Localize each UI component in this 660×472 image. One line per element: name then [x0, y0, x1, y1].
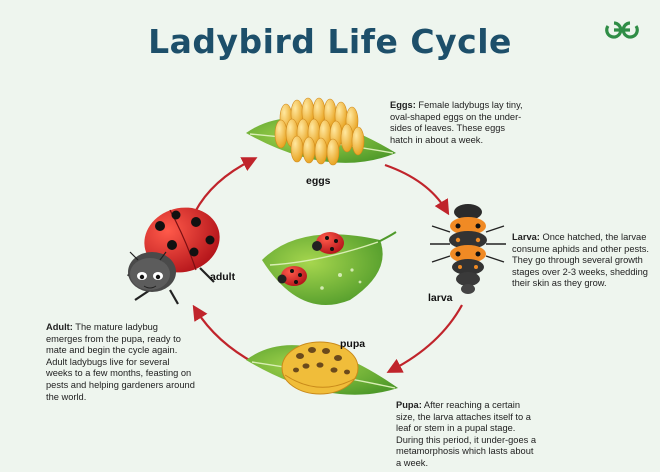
pupa-description: Pupa: After reaching a certain size, the…: [396, 400, 541, 470]
arrow-eggs-to-larva: [384, 163, 450, 216]
arrow-adult-to-eggs: [194, 157, 258, 213]
adult-heading: Adult:: [46, 322, 73, 332]
stage-label-eggs: eggs: [306, 175, 331, 187]
gfg-logo[interactable]: [605, 21, 639, 39]
larva-text: Once hatched, the larvae consume aphids …: [512, 232, 649, 289]
pupa-illustration: [246, 341, 398, 395]
eggs-text: Female ladybugs lay tiny, oval-shaped eg…: [390, 100, 523, 145]
arrow-larva-to-pupa: [386, 304, 463, 373]
small-ladybug: [312, 232, 344, 254]
adult-ladybug-illustration: [127, 207, 220, 305]
larva-description: Larva: Once hatched, the larvae consume …: [512, 232, 650, 290]
eggs-description: Eggs: Female ladybugs lay tiny, oval-sha…: [390, 100, 525, 146]
adult-text: The mature ladybug emerges from the pupa…: [46, 322, 195, 402]
cycle-arrows: [192, 157, 463, 373]
center-leaf-illustration: [262, 231, 397, 305]
page-title: Ladybird Life Cycle: [148, 22, 512, 61]
stage-label-larva: larva: [428, 292, 453, 304]
pupa-heading: Pupa:: [396, 400, 422, 410]
small-ladybug: [277, 266, 307, 286]
pupa-text: After reaching a certain size, the larva…: [396, 400, 537, 468]
eggs-illustration: [246, 97, 396, 166]
eggs-heading: Eggs:: [390, 100, 416, 110]
larva-heading: Larva:: [512, 232, 540, 242]
stage-label-pupa: pupa: [340, 338, 366, 350]
adult-description: Adult: The mature ladybug emerges from t…: [46, 322, 196, 403]
larva-illustration: [430, 204, 506, 294]
stage-label-adult: adult: [210, 271, 236, 283]
